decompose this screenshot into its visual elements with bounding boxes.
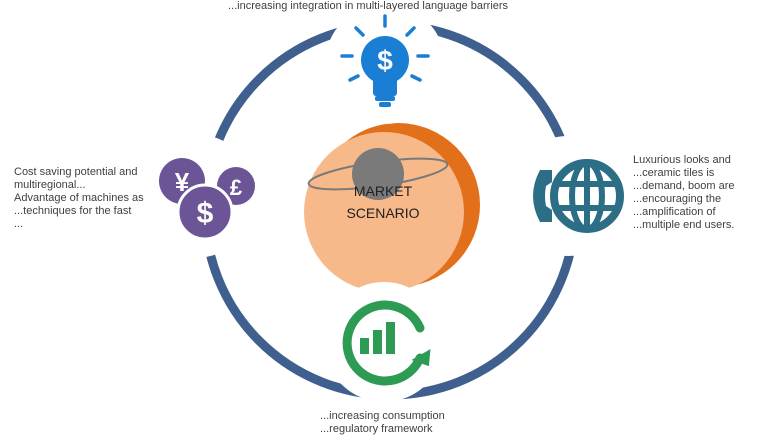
planet-ring <box>307 157 449 191</box>
caption-left: Cost saving potential and multiregional.… <box>14 166 144 230</box>
svg-text:$: $ <box>377 45 393 76</box>
center-label: MARKET SCENARIO <box>318 180 448 224</box>
phone-globe-icon <box>533 159 624 233</box>
caption-right: Luxurious looks and ...ceramic tiles is … <box>633 154 735 231</box>
caption-bottom: ...increasing consumption ...regulatory … <box>320 410 445 435</box>
svg-text:$: $ <box>197 197 214 230</box>
currency-coins-icon: ¥ £ $ <box>159 158 255 241</box>
svg-text:£: £ <box>230 175 243 200</box>
svg-text:¥: ¥ <box>175 167 190 197</box>
top-node: $ <box>325 4 445 124</box>
growth-chart-icon <box>342 300 431 386</box>
right-node-bg <box>508 136 628 256</box>
center-disc <box>304 132 464 292</box>
center-label-line2: SCENARIO <box>346 205 420 221</box>
caption-top: ...increasing integration in multi-layer… <box>228 0 509 12</box>
right-node <box>508 136 628 256</box>
center-planet <box>304 123 480 292</box>
left-node: ¥ £ $ <box>133 134 257 258</box>
lightbulb-dollar-icon: $ <box>340 14 430 107</box>
bottom-node <box>324 282 444 402</box>
center-label-line1: MARKET <box>353 183 413 199</box>
